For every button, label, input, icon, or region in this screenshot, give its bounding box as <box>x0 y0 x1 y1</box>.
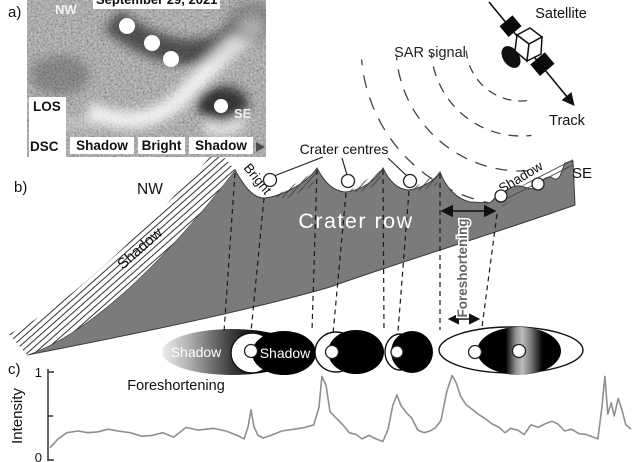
zone-shadow-1: Shadow <box>70 137 134 154</box>
foreshortening-caption: Foreshortening <box>127 378 225 394</box>
panel-c-label: c) <box>8 361 21 378</box>
satellite-label: Satellite <box>535 6 587 22</box>
panel-a-label: a) <box>8 4 22 21</box>
sar-signal-arcs-icon <box>360 46 545 207</box>
se-corner-label: SE <box>234 106 252 121</box>
crater-centres-group: Crater centres <box>262 141 545 203</box>
projection-dashed-lines <box>223 169 498 346</box>
intensity-axis-label: Intensity <box>9 388 26 444</box>
sar-texture <box>27 0 266 157</box>
crater3-hatch <box>411 172 440 191</box>
direction-arrow-icon <box>256 142 265 152</box>
foreshortening-vertical-label: Foreshortening <box>455 218 470 317</box>
panel-a-sar-image: September 29, 2021 NW SE LOS DSC Shadow … <box>27 0 266 157</box>
sar-signal-label: SAR signal <box>394 45 466 61</box>
satellite-icon <box>499 15 555 76</box>
acquisition-date: September 29, 2021 <box>93 0 221 9</box>
panel-c-intensity-plot: c) 1 0 Intensity <box>8 361 632 462</box>
satellite-diagram: Satellite Track SAR signal <box>360 1 587 207</box>
crater2-hatch <box>349 169 383 193</box>
intensity-curve <box>49 374 632 449</box>
nw-shadow-hatch <box>9 149 235 355</box>
panel-b-cross-section: b) NW Shadow Bright Crater row Shadow SE… <box>9 141 592 394</box>
se-label: SE <box>572 165 592 182</box>
los-box <box>29 97 66 157</box>
y-min-label: 0 <box>35 450 42 462</box>
crater1-hatch <box>274 170 317 199</box>
nw-label: NW <box>137 181 163 198</box>
zone-shadow-2: Shadow <box>189 137 253 154</box>
ellipse-shadow-label-2: Shadow <box>260 345 311 361</box>
y-max-label: 1 <box>35 365 42 380</box>
dsc-label: DSC <box>30 139 59 154</box>
los-label: LOS <box>33 99 61 114</box>
terrain-profile <box>26 160 576 356</box>
zone-bright: Bright <box>138 137 185 154</box>
ellipse-shadow-label-1: Shadow <box>171 344 222 360</box>
sar-shading <box>30 2 266 136</box>
crater-row-label: Crater row <box>298 209 413 233</box>
nw-corner-label: NW <box>55 2 77 17</box>
track-label: Track <box>549 113 585 129</box>
panel-b-label: b) <box>14 179 27 196</box>
map-ellipses: Shadow Shadow <box>171 326 584 375</box>
crater-centre-dots <box>119 18 228 113</box>
crater-centres-label: Crater centres <box>300 141 389 157</box>
